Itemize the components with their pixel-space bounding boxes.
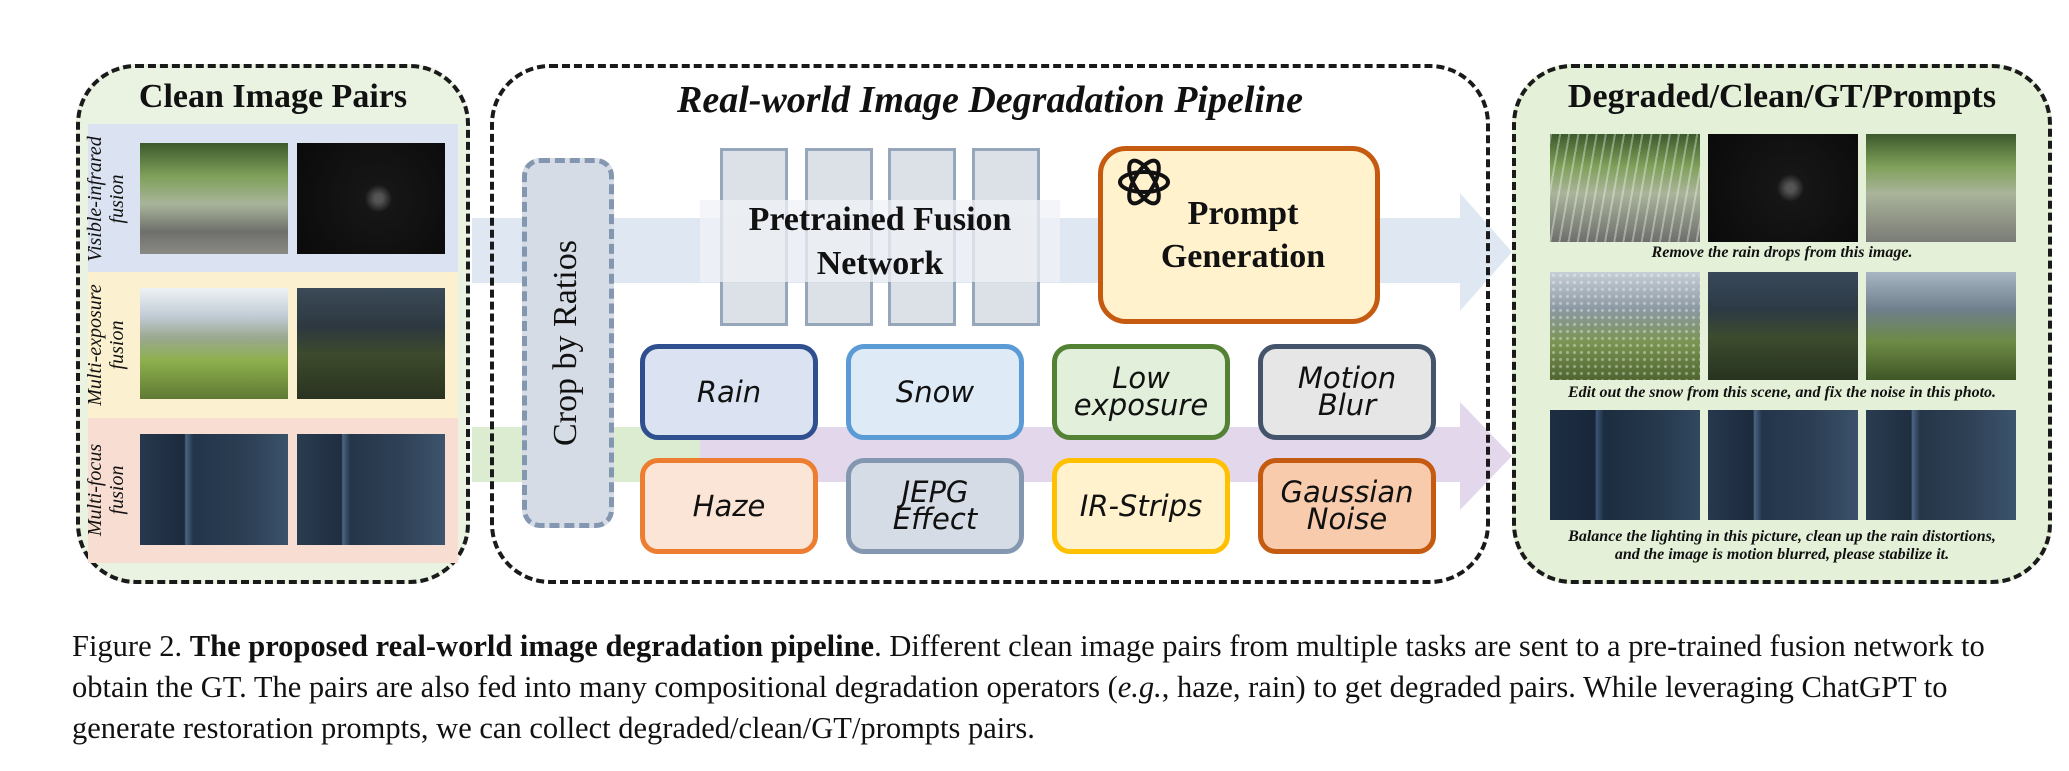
caption-eg: e.g. bbox=[1117, 670, 1162, 704]
caption-prefix: Figure 2. bbox=[72, 629, 190, 663]
openai-logo-icon bbox=[1118, 158, 1170, 206]
near-focus-image bbox=[140, 434, 288, 545]
infrared-image bbox=[297, 143, 445, 254]
prompt-generation-label: Prompt Generation bbox=[1160, 195, 1326, 275]
gt-image-2 bbox=[1866, 272, 2016, 380]
operator-snow: Snow bbox=[846, 344, 1024, 440]
degraded-focus-image bbox=[1708, 410, 1858, 520]
prompt-generation-box bbox=[1098, 146, 1380, 324]
visible-image bbox=[140, 143, 288, 254]
gt-image-3 bbox=[1866, 410, 2016, 520]
crop-by-ratios-label: Crop by Ratios bbox=[547, 240, 584, 446]
caption-bold-title: The proposed real-world image degradatio… bbox=[189, 629, 875, 663]
prompt-text-3: Balance the lighting in this picture, cl… bbox=[1568, 528, 1996, 563]
pipeline-title: Real-world Image Degradation Pipeline bbox=[677, 79, 1303, 121]
pipeline-panel bbox=[490, 64, 1490, 584]
output-pairs-title: Degraded/Clean/GT/Prompts bbox=[1567, 78, 1997, 115]
degraded-dark-image bbox=[1708, 272, 1858, 380]
degraded-rain-image bbox=[1550, 134, 1700, 242]
far-focus-image bbox=[297, 434, 445, 545]
fusion-network-label: Pretrained Fusion Network bbox=[748, 201, 1012, 282]
operator-ir-strips: IR-Strips bbox=[1052, 458, 1230, 554]
overexposed-image bbox=[140, 288, 288, 399]
operator-haze: Haze bbox=[640, 458, 818, 554]
underexposed-image bbox=[297, 288, 445, 399]
caption-text-b: , haze, rain) to get degraded pairs. Whi… bbox=[72, 670, 1948, 745]
figure-caption: Figure 2. The proposed real-world image … bbox=[72, 626, 2057, 749]
row-label-multi-focus: Multi-focus fusion bbox=[84, 443, 128, 537]
caption-text-a: . Different clean image pairs from multi… bbox=[72, 629, 1985, 704]
crop-by-ratios-block bbox=[522, 158, 614, 528]
prompt-text-2: Edit out the snow from this scene, and f… bbox=[1567, 384, 1997, 401]
degraded-multi-image bbox=[1550, 410, 1700, 520]
prompt-text-1: Remove the rain drops from this image. bbox=[1651, 244, 1913, 261]
degraded-snow-image bbox=[1550, 272, 1700, 380]
degraded-ir-image bbox=[1708, 134, 1858, 242]
gt-image-1 bbox=[1866, 134, 2016, 242]
operator-rain: Rain bbox=[640, 344, 818, 440]
fusion-network-label-bg bbox=[700, 200, 1060, 282]
clean-image-pairs-title: Clean Image Pairs bbox=[138, 78, 408, 115]
